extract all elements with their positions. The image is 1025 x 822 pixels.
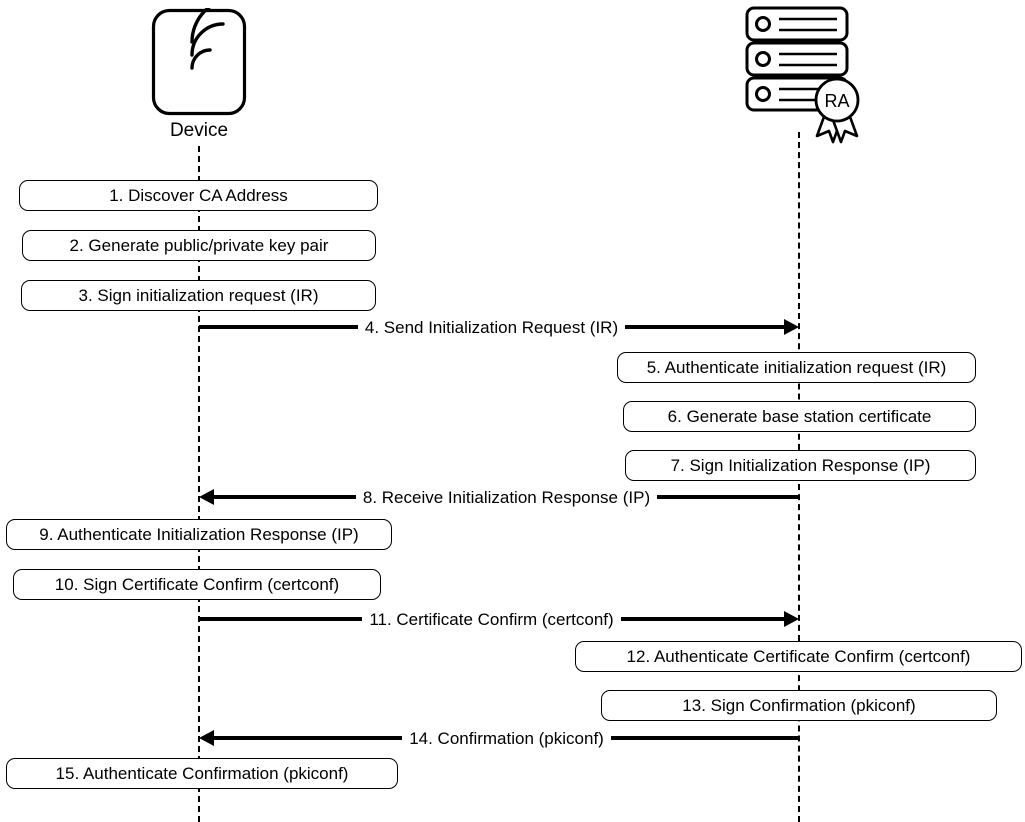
arrowhead-left-icon-8 [199,489,214,505]
activity-label-5: 5. Authenticate initialization request (… [646,358,947,377]
message-arrow-11[interactable]: 11. Certificate Confirm (certconf) [199,604,799,634]
activity-label-10: 10. Sign Certificate Confirm (certconf) [54,575,340,594]
message-line-14-right [610,736,800,740]
activity-box-10[interactable]: 10. Sign Certificate Confirm (certconf) [13,569,381,600]
activity-box-1[interactable]: 1. Discover CA Address [19,180,378,211]
actor-ra[interactable]: RA [733,4,865,144]
message-line-8-right [657,495,799,499]
ra-badge-text: RA [824,91,849,111]
message-line-4-right [625,325,784,329]
message-label-11: 11. Certificate Confirm (certconf) [362,609,621,629]
activity-box-9[interactable]: 9. Authenticate Initialization Response … [6,519,392,550]
activity-label-6: 6. Generate base station certificate [667,407,932,426]
activity-box-2[interactable]: 2. Generate public/private key pair [22,230,376,261]
activity-box-15[interactable]: 15. Authenticate Confirmation (pkiconf) [6,758,398,789]
actor-device-label: Device [169,120,229,141]
message-line-4-left [199,325,358,329]
activity-label-12: 12. Authenticate Certificate Confirm (ce… [626,647,971,666]
arrowhead-left-icon-14 [199,730,214,746]
activity-label-3: 3. Sign initialization request (IR) [78,286,319,305]
activity-label-1: 1. Discover CA Address [109,186,288,205]
device-wireless-icon [151,0,247,116]
activity-label-2: 2. Generate public/private key pair [69,236,329,255]
activity-box-7[interactable]: 7. Sign Initialization Response (IP) [625,450,976,481]
server-rack-certificate-icon: RA [733,4,865,144]
arrowhead-right-icon-11 [784,611,799,627]
message-arrow-8[interactable]: 8. Receive Initialization Response (IP) [199,482,799,512]
message-label-8: 8. Receive Initialization Response (IP) [355,487,658,507]
activity-box-5[interactable]: 5. Authenticate initialization request (… [617,352,976,383]
activity-box-12[interactable]: 12. Authenticate Certificate Confirm (ce… [575,641,1022,672]
message-arrow-14[interactable]: 14. Confirmation (pkiconf) [199,723,800,753]
actor-device[interactable]: Device [151,0,247,142]
arrowhead-right-icon-4 [784,319,799,335]
message-line-11-left [199,617,363,621]
activity-label-15: 15. Authenticate Confirmation (pkiconf) [55,764,349,783]
message-line-8-left [214,495,356,499]
message-line-11-right [620,617,784,621]
activity-box-6[interactable]: 6. Generate base station certificate [623,401,976,432]
message-label-4: 4. Send Initialization Request (IR) [357,317,626,337]
activity-box-13[interactable]: 13. Sign Confirmation (pkiconf) [601,690,997,721]
message-line-14-left [214,736,403,740]
activity-label-9: 9. Authenticate Initialization Response … [39,525,359,544]
activity-label-7: 7. Sign Initialization Response (IP) [670,456,931,475]
message-arrow-4[interactable]: 4. Send Initialization Request (IR) [199,312,799,342]
activity-label-13: 13. Sign Confirmation (pkiconf) [682,696,916,715]
message-label-14: 14. Confirmation (pkiconf) [402,728,611,748]
activity-box-3[interactable]: 3. Sign initialization request (IR) [21,280,376,311]
lifeline-device [198,146,200,822]
